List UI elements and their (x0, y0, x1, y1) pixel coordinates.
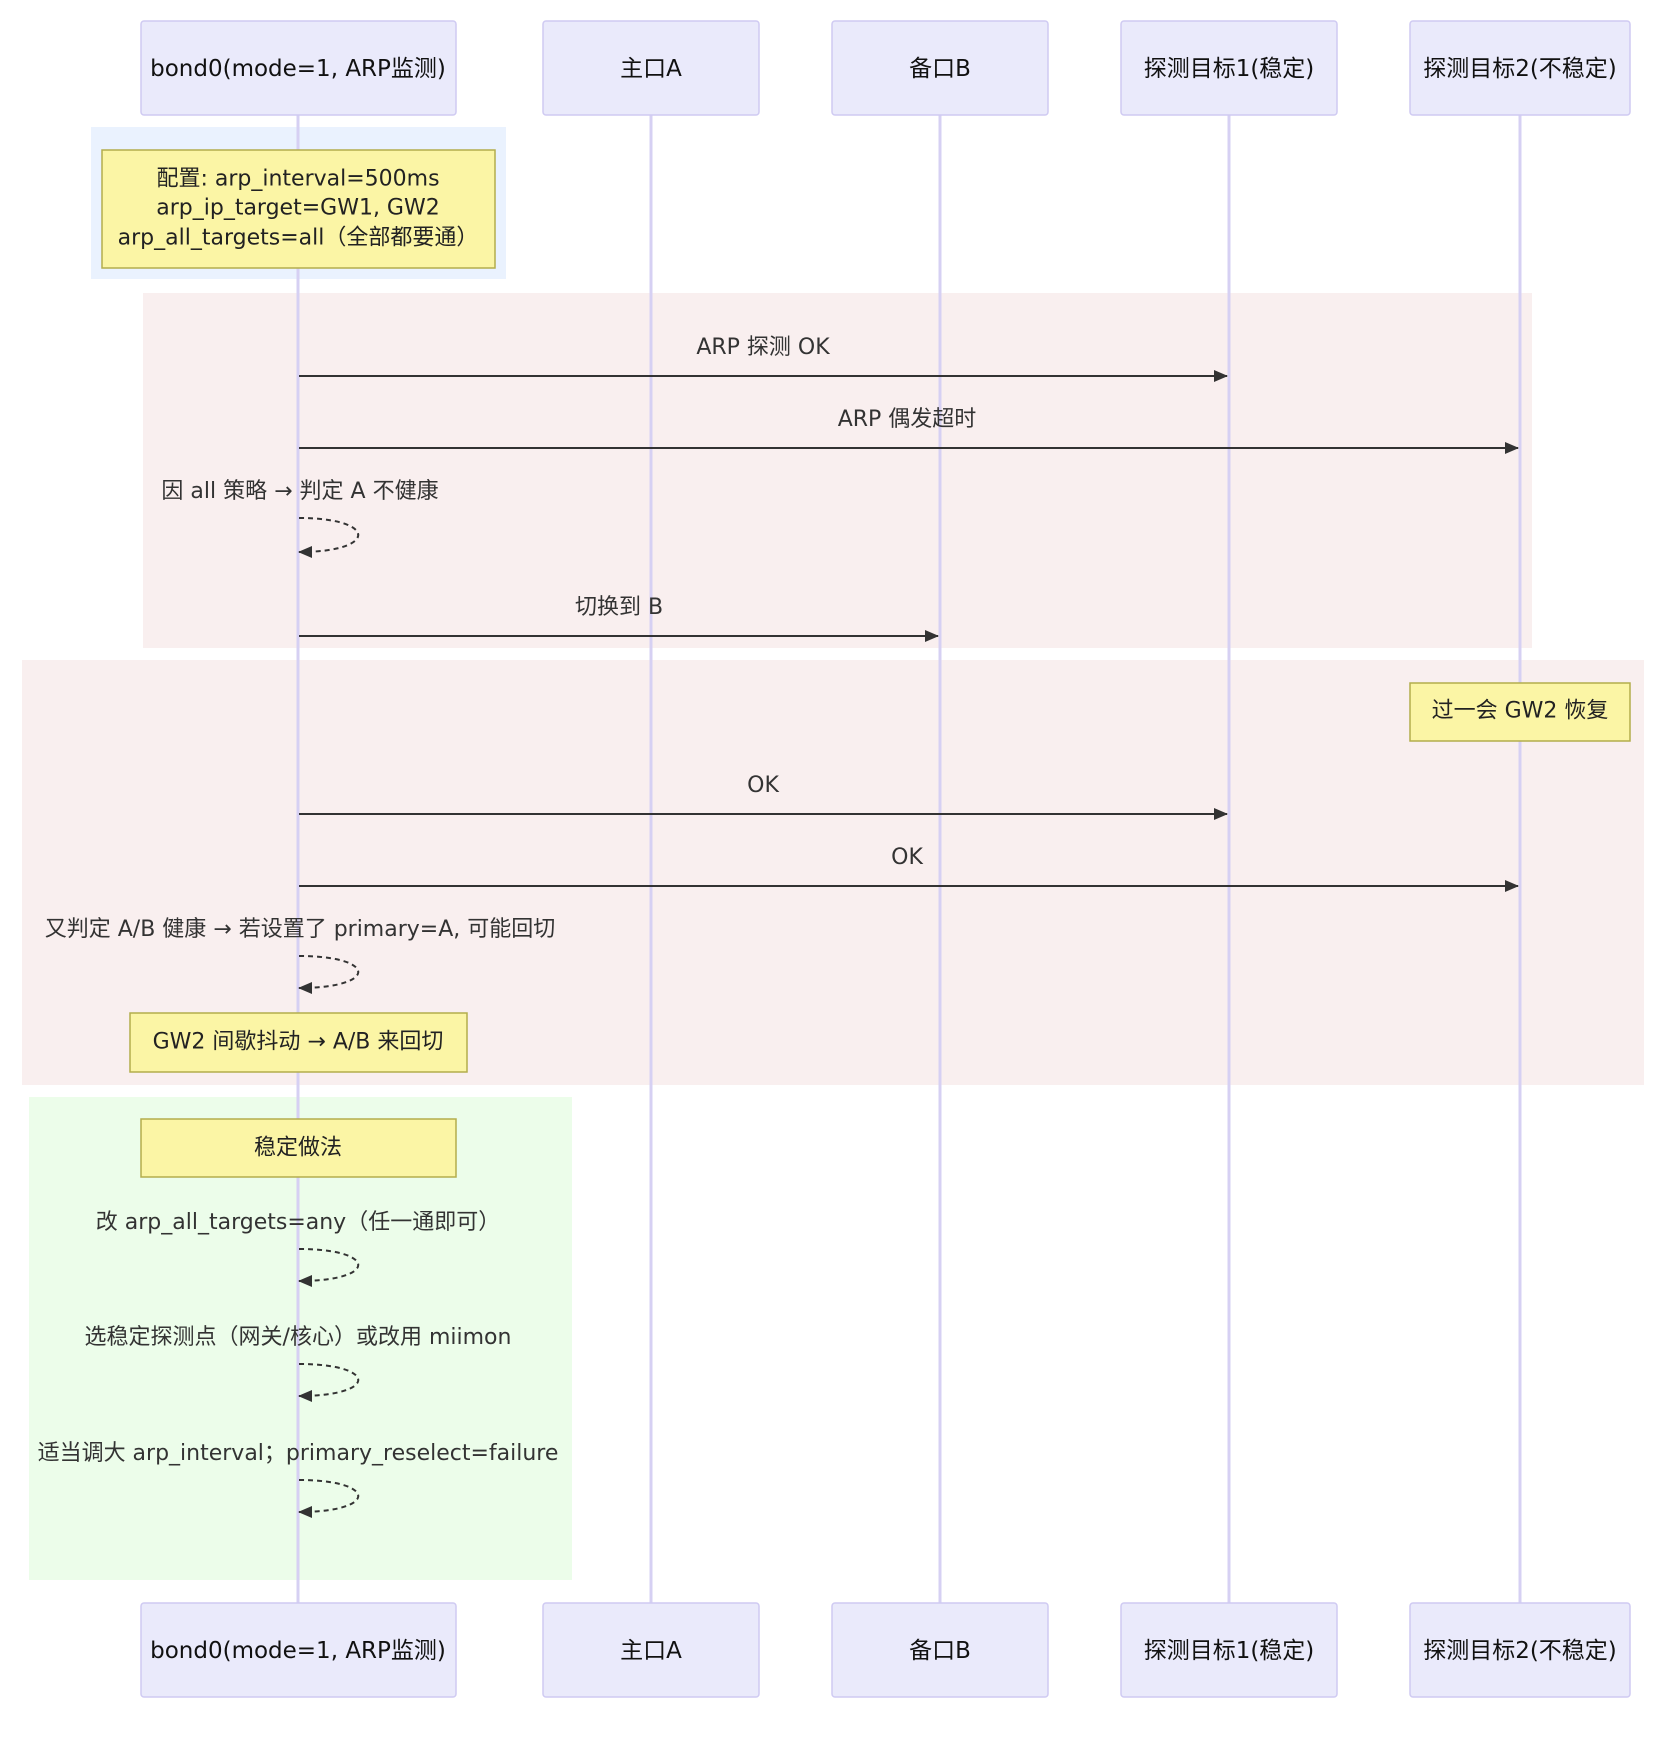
message-label: 改 arp_all_targets=any（任一通即可） (96, 1210, 500, 1235)
message-ok-target-2: OK (299, 845, 1519, 892)
actor-label: 备口B (909, 56, 971, 82)
message-label: 切换到 B (575, 595, 663, 620)
actor-label: bond0(mode=1, ARP监测) (150, 56, 446, 82)
actor-port-b-top: 备口B (831, 20, 1049, 116)
note-line: arp_ip_target=GW1, GW2 (156, 196, 439, 221)
actor-label: 探测目标2(不稳定) (1423, 1638, 1617, 1664)
message-self-interval: 适当调大 arp_interval；primary_reselect=failu… (38, 1441, 559, 1518)
note-line: 配置: arp_interval=500ms (156, 167, 439, 192)
actor-target-2-top: 探测目标2(不稳定) (1409, 20, 1631, 116)
message-ok-target-1: OK (299, 773, 1228, 820)
actor-port-b-bottom: 备口B (831, 1602, 1049, 1698)
actor-target-1-bottom: 探测目标1(稳定) (1120, 1602, 1338, 1698)
note-text: GW2 间歇抖动 → A/B 来回切 (153, 1030, 444, 1055)
message-label: 适当调大 arp_interval；primary_reselect=failu… (38, 1441, 559, 1466)
message-switch-to-b: 切换到 B (299, 595, 939, 642)
actor-label: 备口B (909, 1638, 971, 1664)
note-line: arp_all_targets=all（全部都要通） (118, 226, 479, 251)
message-label: 因 all 策略 → 判定 A 不健康 (161, 479, 438, 504)
message-arp-timeout: ARP 偶发超时 (299, 407, 1519, 454)
actor-label: 探测目标2(不稳定) (1423, 56, 1617, 82)
actor-port-a-top: 主口A (542, 20, 760, 116)
actor-target-2-bottom: 探测目标2(不稳定) (1409, 1602, 1631, 1698)
actor-target-1-top: 探测目标1(稳定) (1120, 20, 1338, 116)
message-label: ARP 探测 OK (696, 335, 830, 360)
actor-bond-bottom: bond0(mode=1, ARP监测) (140, 1602, 457, 1698)
note-text: 过一会 GW2 恢复 (1432, 699, 1609, 724)
message-self-mark-unhealthy: 因 all 策略 → 判定 A 不健康 (161, 479, 439, 558)
message-label: 又判定 A/B 健康 → 若设置了 primary=A, 可能回切 (45, 917, 556, 942)
note-text: 稳定做法 (254, 1136, 342, 1161)
message-arp-probe-ok: ARP 探测 OK (299, 335, 1228, 382)
failure-region-top (143, 293, 1532, 648)
actor-label: bond0(mode=1, ARP监测) (150, 1638, 446, 1664)
actor-label: 探测目标1(稳定) (1144, 56, 1315, 82)
note-gw2-recover: 过一会 GW2 恢复 (1409, 682, 1631, 742)
actor-port-a-bottom: 主口A (542, 1602, 760, 1698)
actor-label: 探测目标1(稳定) (1144, 1638, 1315, 1664)
message-label: 选稳定探测点（网关/核心）或改用 miimon (85, 1325, 512, 1350)
message-self-any: 改 arp_all_targets=any（任一通即可） (96, 1210, 500, 1287)
actor-bond-top: bond0(mode=1, ARP监测) (140, 20, 457, 116)
note-config: 配置: arp_interval=500ms arp_ip_target=GW1… (101, 149, 496, 269)
message-label: OK (891, 845, 923, 870)
note-stable-title: 稳定做法 (140, 1118, 457, 1178)
message-self-mark-healthy: 又判定 A/B 健康 → 若设置了 primary=A, 可能回切 (45, 917, 556, 994)
actor-label: 主口A (620, 1638, 682, 1664)
message-self-stable-probe: 选稳定探测点（网关/核心）或改用 miimon (85, 1325, 512, 1402)
message-label: ARP 偶发超时 (838, 407, 977, 432)
actor-label: 主口A (620, 56, 682, 82)
message-label: OK (747, 773, 779, 798)
note-flap: GW2 间歇抖动 → A/B 来回切 (129, 1012, 468, 1073)
